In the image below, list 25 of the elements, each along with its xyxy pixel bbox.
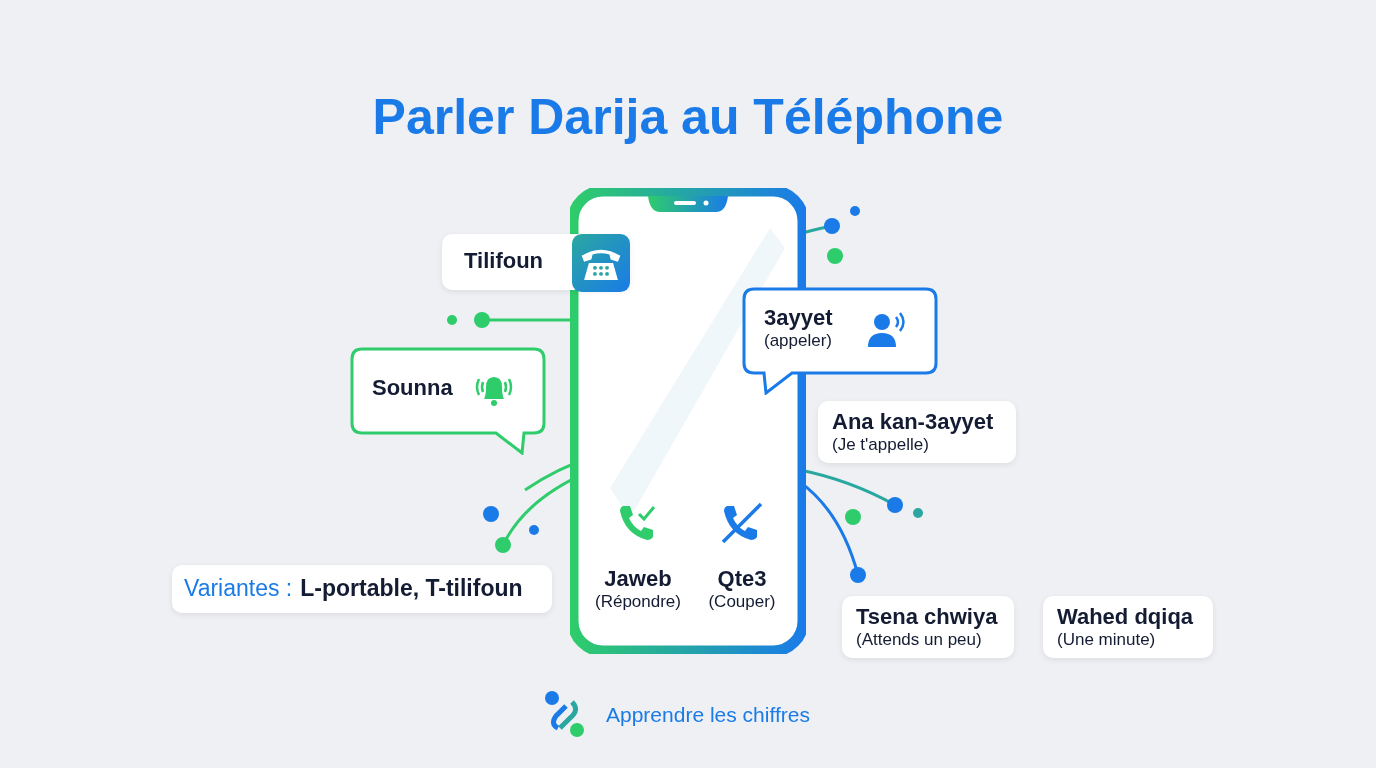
term: Tilifoun <box>464 248 545 274</box>
term: Jaweb <box>604 566 672 592</box>
word-card <box>442 234 630 290</box>
variants-card <box>172 565 552 613</box>
link-text: Apprendre les chiffres <box>606 703 810 727</box>
term: Qte3 <box>717 566 767 592</box>
term: Ana kan-3ayyet <box>832 409 995 435</box>
translation: (appeler) <box>764 331 833 351</box>
variants-heading: Variantes : <box>184 575 293 602</box>
title: Parler Darija au Téléphone <box>371 88 1005 146</box>
translation: (Couper) <box>708 592 776 612</box>
translation: (Répondre) <box>595 592 681 612</box>
term: 3ayyet <box>764 305 833 331</box>
term: Sounna <box>372 375 453 401</box>
translation: (Attends un peu) <box>856 630 983 650</box>
translation: (Une minute) <box>1057 630 1157 650</box>
translation: (Je t'appelle) <box>832 435 930 455</box>
phrase-card <box>1043 596 1213 658</box>
phrase-card <box>842 596 1014 658</box>
phrase-card <box>818 401 1016 463</box>
term: Tsena chwiya <box>856 604 999 630</box>
term: Wahed dqiqa <box>1057 604 1195 630</box>
speech-bubble <box>742 287 938 395</box>
variants-text: L-portable, T-tilifoun <box>300 575 523 602</box>
speech-bubble <box>350 347 546 455</box>
